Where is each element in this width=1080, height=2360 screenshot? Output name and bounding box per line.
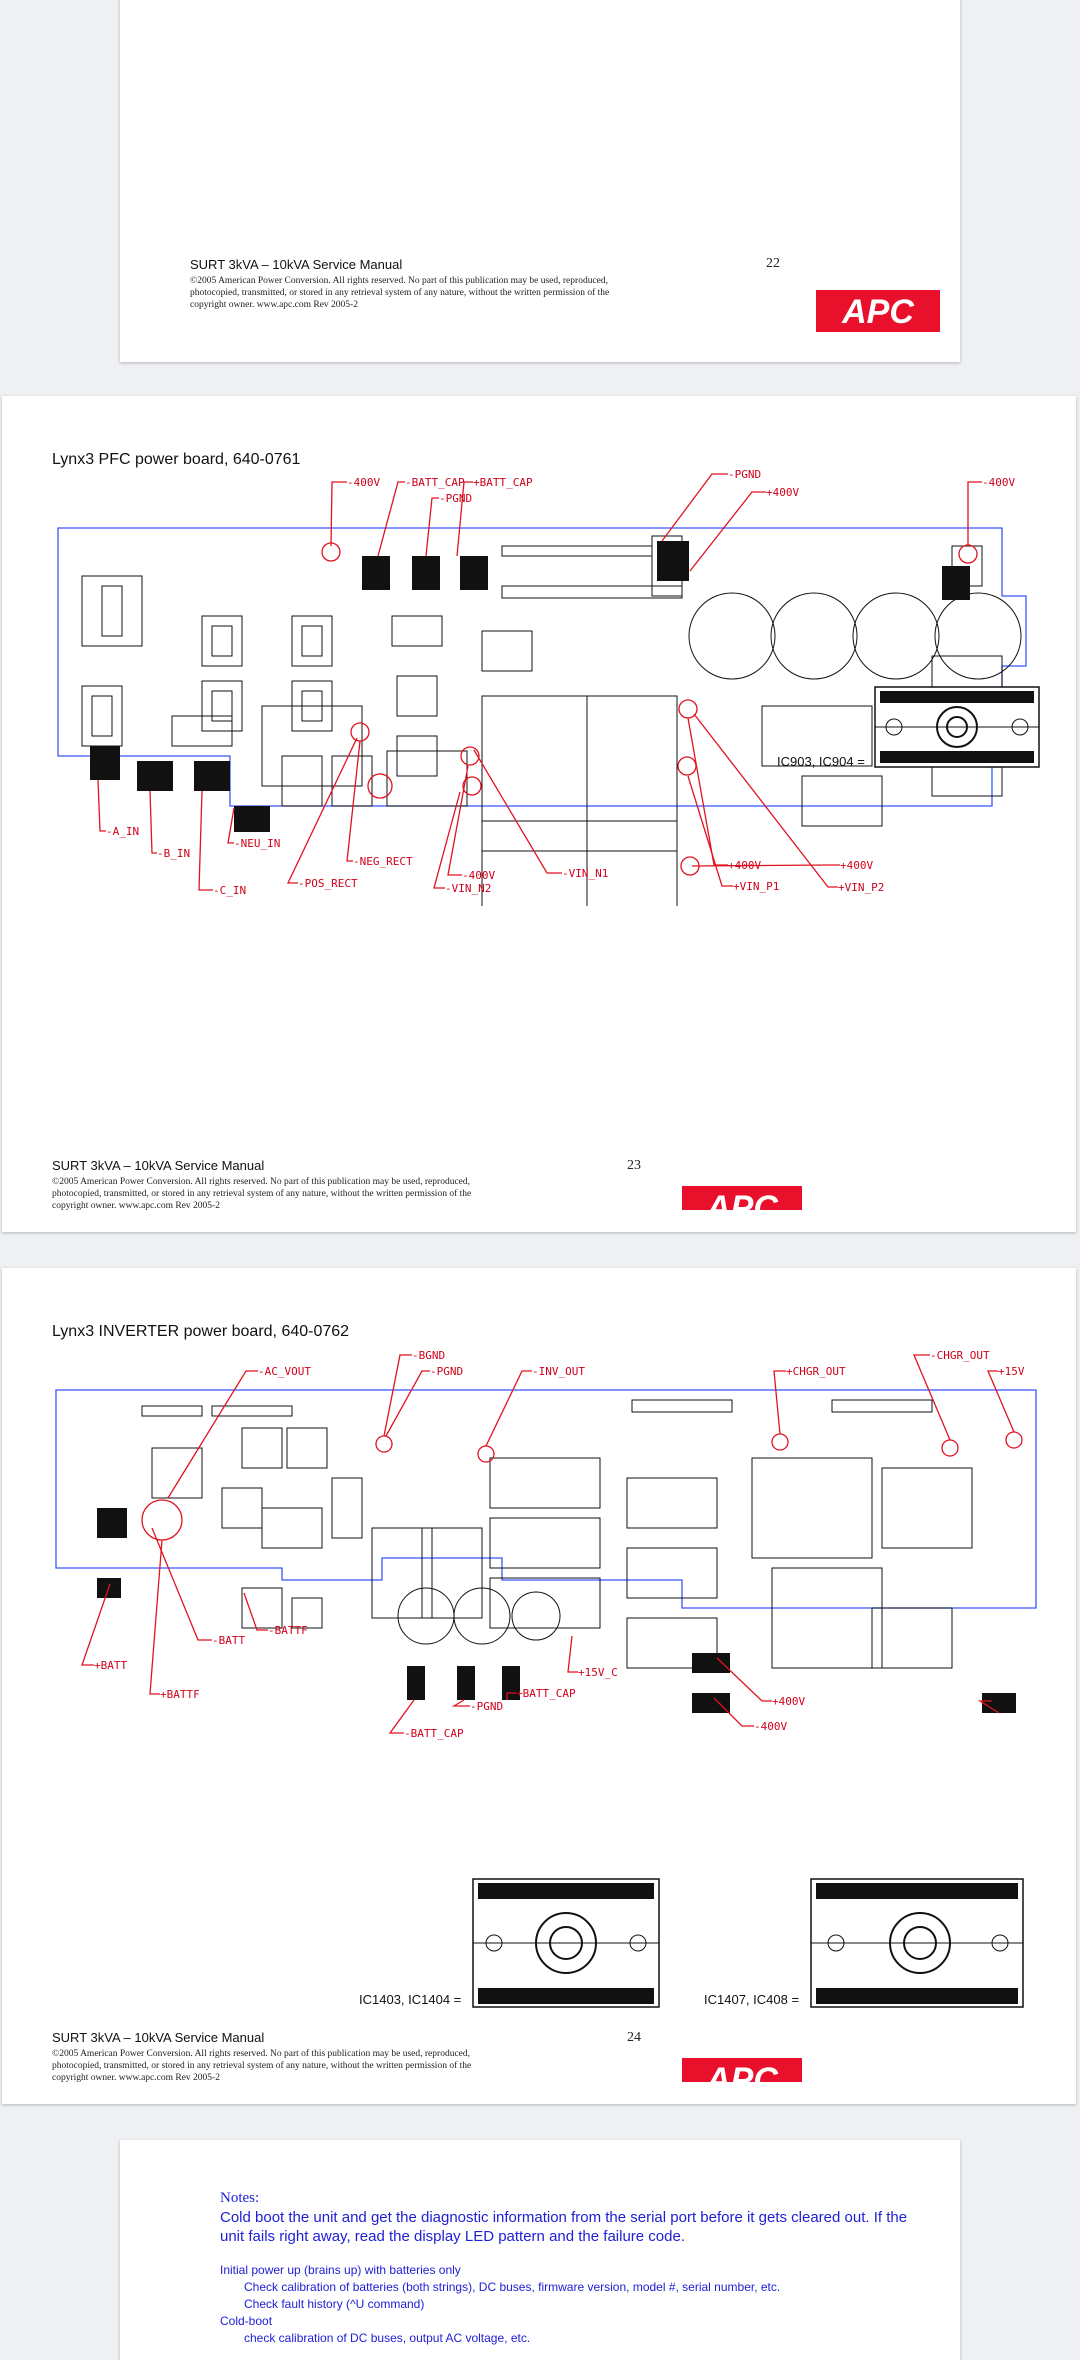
pin-label: -C_IN <box>213 884 246 897</box>
ic-pinout-diagram-2 <box>810 1878 1024 2008</box>
pin-label: -400V <box>754 1720 787 1733</box>
svg-text:APC: APC <box>841 293 914 331</box>
ic-caption: IC903, IC904 = <box>777 754 865 769</box>
svg-text:APC: APC <box>705 2061 778 2082</box>
notes-item-1a: Check calibration of batteries (both str… <box>244 2280 781 2294</box>
footer-manual-title: SURT 3kVA – 10kVA Service Manual <box>52 2030 265 2045</box>
pin-label: -A_IN <box>106 825 139 838</box>
manual-page-24: Lynx3 INVERTER power board, 640-0762 <box>2 1268 1076 2104</box>
pin-label: -PGND <box>430 1365 463 1378</box>
pin-label: +BATT_CAP <box>473 476 533 489</box>
pin-label: +400V <box>766 486 799 499</box>
notes-intro: Cold boot the unit and get the diagnosti… <box>220 2209 908 2245</box>
page-number: 24 <box>627 2030 641 2045</box>
ic-caption-2: IC1407, IC408 = <box>704 1992 800 2007</box>
notes-item-1b: Check fault history (^U command) <box>244 2297 425 2311</box>
apc-logo: APC <box>682 2058 802 2082</box>
footer-legal-text: ©2005 American Power Conversion. All rig… <box>52 2049 472 2082</box>
pin-label: -BATT <box>212 1634 245 1647</box>
pin-label: +BATT_CAP <box>516 1687 576 1700</box>
pin-label: -INV_OUT <box>532 1365 585 1378</box>
pin-label: -PGND <box>439 492 472 505</box>
pin-label: -PGND <box>728 468 761 481</box>
pin-label: +BATT <box>94 1659 127 1672</box>
pin-label: -CHGR_OUT <box>930 1349 990 1362</box>
pin-label: +400V <box>728 859 761 872</box>
notes-heading: Notes: <box>220 2190 260 2206</box>
pin-label: -NEU_IN <box>234 837 280 850</box>
page-number: 22 <box>766 256 780 271</box>
board-title: Lynx3 PFC power board, 640-0761 <box>52 451 301 468</box>
apc-logo: APC <box>682 1186 802 1210</box>
apc-logo: APC <box>816 290 940 332</box>
pin-label: -B_IN <box>157 847 190 860</box>
pin-label: -BGND <box>412 1349 445 1362</box>
pin-label: +15V <box>998 1365 1025 1378</box>
footer-manual-title: SURT 3kVA – 10kVA Service Manual <box>190 257 403 272</box>
pin-label: -BATT_CAP <box>404 1727 464 1740</box>
board-title: Lynx3 INVERTER power board, 640-0762 <box>52 1323 350 1340</box>
pin-label: -400V <box>347 476 380 489</box>
notes-item-1: Initial power up (brains up) with batter… <box>220 2263 461 2277</box>
pin-label: -NEG_RECT <box>353 855 413 868</box>
pin-label: -AC_VOUT <box>258 1365 311 1378</box>
page-number: 23 <box>627 1158 641 1173</box>
inverter-board-diagram: -BGND -AC_VOUT -PGND -INV_OUT +CHGR_OUT … <box>55 1349 1037 1740</box>
pin-label: -VIN_N2 <box>445 882 491 895</box>
footer-legal-text: ©2005 American Power Conversion. All rig… <box>190 276 610 310</box>
manual-page-23: Lynx3 PFC power board, 640-0761 <box>2 396 1076 1232</box>
pin-label: -POS_RECT <box>298 877 358 890</box>
pin-label: +15V_C <box>578 1666 618 1679</box>
pin-label: +VIN_P2 <box>838 881 884 894</box>
footer-legal-text: ©2005 American Power Conversion. All rig… <box>52 1177 472 1210</box>
pin-label: +CHGR_OUT <box>786 1365 846 1378</box>
notes-item-2a: check calibration of DC buses, output AC… <box>244 2331 531 2345</box>
pin-label: -400V <box>462 869 495 882</box>
pin-label: +400V <box>772 1695 805 1708</box>
pin-label: +VIN_P1 <box>733 880 779 893</box>
pin-label: -PGND <box>470 1700 503 1713</box>
ic-pinout-diagram <box>874 686 1040 768</box>
pin-label: -400V <box>982 476 1015 489</box>
notes-item-2: Cold-boot <box>220 2314 273 2328</box>
ic-pinout-diagram-1 <box>472 1878 660 2008</box>
pin-label: -VIN_N1 <box>562 867 608 880</box>
svg-text:APC: APC <box>705 1189 778 1210</box>
pin-label: +400V <box>840 859 873 872</box>
ic-caption-1: IC1403, IC1404 = <box>359 1992 462 2007</box>
pin-label: +BATTF <box>160 1688 200 1701</box>
footer-manual-title: SURT 3kVA – 10kVA Service Manual <box>52 1158 265 1173</box>
pin-label: -BATT_CAP <box>405 476 465 489</box>
pin-label: -BATTF <box>268 1624 308 1637</box>
manual-page-25: Notes: Cold boot the unit and get the di… <box>120 2140 960 2360</box>
manual-page-22: SURT 3kVA – 10kVA Service Manual 22 ©200… <box>120 0 960 362</box>
